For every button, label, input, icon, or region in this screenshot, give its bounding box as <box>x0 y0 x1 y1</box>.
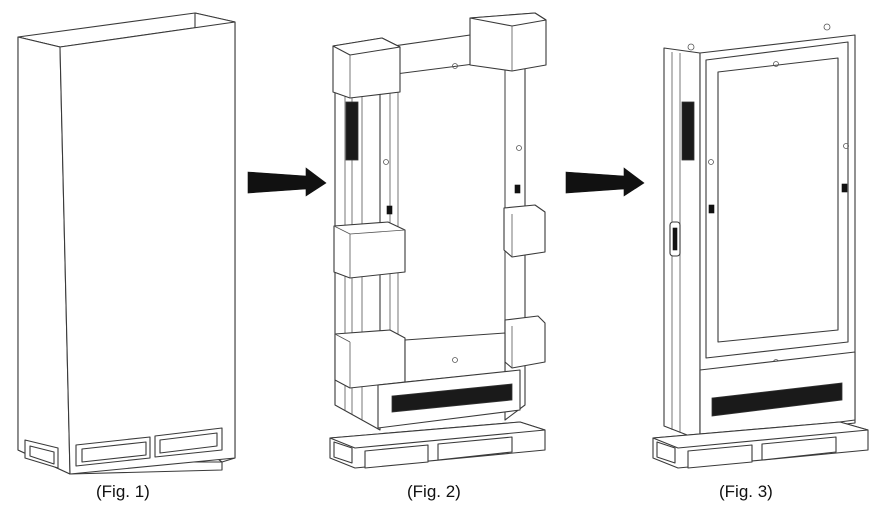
arrow-right-icon <box>565 167 645 197</box>
fig2-protector-mid-right <box>503 204 546 258</box>
fig3-pallet <box>652 421 869 469</box>
fig2-protector-bottom-left <box>334 329 406 389</box>
fig3-caption: (Fig. 3) <box>719 482 773 501</box>
fig2-caption: (Fig. 2) <box>407 482 461 501</box>
fig1-pallet <box>24 427 223 469</box>
fig2-protector-bottom-right <box>504 315 546 369</box>
fig1-caption: (Fig. 1) <box>96 482 150 501</box>
fig3-screen <box>717 57 839 343</box>
fig2-protector-top-right <box>469 12 547 72</box>
fig2-pallet <box>329 421 546 469</box>
fig3-unpacked-kiosk <box>652 23 869 469</box>
arrow-right-icon <box>247 167 327 197</box>
fig1-packed-box <box>17 12 236 475</box>
fig2-protector-top-left <box>332 37 401 99</box>
fig2-frame-with-protectors <box>329 12 547 469</box>
fig2-protector-mid-left <box>333 221 406 279</box>
